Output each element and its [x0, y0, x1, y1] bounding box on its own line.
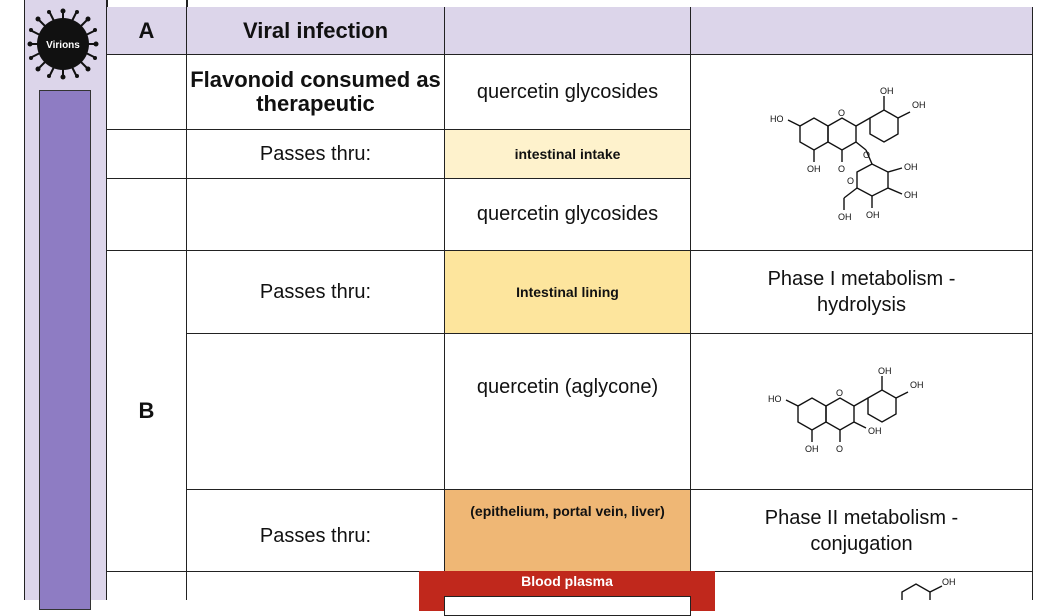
- section-b-label: B: [107, 251, 187, 572]
- svg-text:OH: OH: [912, 100, 926, 110]
- blood-plasma-label: Blood plasma: [521, 573, 613, 589]
- row-label: Passes thru:: [187, 490, 445, 572]
- svg-text:HO: HO: [770, 114, 784, 124]
- blood-plasma-inner-cell: [444, 596, 691, 616]
- top-divider: [186, 0, 188, 8]
- barrier-cell: intestinal intake: [445, 130, 691, 179]
- section-cell: [107, 130, 187, 179]
- quercetin-glycoside-structure: OH OH HO O O OH O O OH OH OH OH: [770, 86, 926, 222]
- quercetin-aglycone-structure: OH OH HO O OH OH O: [768, 366, 924, 454]
- row-label: Flavonoid consumed as therapeutic: [187, 55, 445, 130]
- svg-text:HO: HO: [768, 394, 782, 404]
- column-divider: [186, 572, 187, 600]
- row-label: [187, 179, 445, 251]
- barrier-cell: (epithelium, portal vein, liver): [445, 490, 691, 572]
- timeline-bar: [39, 90, 91, 610]
- svg-text:OH: OH: [904, 190, 918, 200]
- section-cell: [107, 55, 187, 130]
- svg-text:O: O: [847, 176, 854, 186]
- svg-text:OH: OH: [904, 162, 918, 172]
- header-cell: [445, 7, 691, 55]
- metabolism-cell: Phase I metabolism - hydrolysis: [691, 251, 1033, 334]
- svg-text:OH: OH: [807, 164, 821, 174]
- svg-text:O: O: [836, 388, 843, 398]
- svg-text:OH: OH: [805, 444, 819, 454]
- top-divider: [106, 0, 108, 8]
- svg-text:O: O: [863, 150, 870, 160]
- virion-icon: Virions: [27, 8, 99, 80]
- row-label: Passes thru:: [187, 130, 445, 179]
- row-label: Passes thru:: [187, 251, 445, 334]
- compound-cell: quercetin glycosides: [445, 179, 691, 251]
- svg-text:O: O: [836, 444, 843, 454]
- svg-text:O: O: [838, 108, 845, 118]
- header-cell: [691, 7, 1033, 55]
- virion-label: Virions: [46, 40, 80, 51]
- svg-text:OH: OH: [838, 212, 852, 222]
- section-cell: [107, 179, 187, 251]
- compound-cell: quercetin glycosides: [445, 55, 691, 130]
- svg-text:OH: OH: [910, 380, 924, 390]
- section-a-label: A: [107, 7, 187, 55]
- compound-cell: quercetin (aglycone): [445, 334, 691, 490]
- barrier-cell: Intestinal lining: [445, 251, 691, 334]
- svg-text:OH: OH: [868, 426, 882, 436]
- column-divider: [1032, 572, 1033, 600]
- partial-structure: OH: [901, 577, 956, 600]
- metabolism-cell: Phase II metabolism - conjugation: [691, 490, 1033, 572]
- header-title: Viral infection: [187, 7, 445, 55]
- svg-text:OH: OH: [942, 577, 956, 587]
- svg-text:OH: OH: [880, 86, 894, 96]
- structure-cell: OH OH HO O OH OH O: [691, 334, 1033, 490]
- svg-text:O: O: [838, 164, 845, 174]
- svg-text:OH: OH: [866, 210, 880, 220]
- row-label: [187, 334, 445, 490]
- svg-text:OH: OH: [878, 366, 892, 376]
- structure-cell: OH OH HO O O OH O O OH OH OH OH: [691, 55, 1033, 251]
